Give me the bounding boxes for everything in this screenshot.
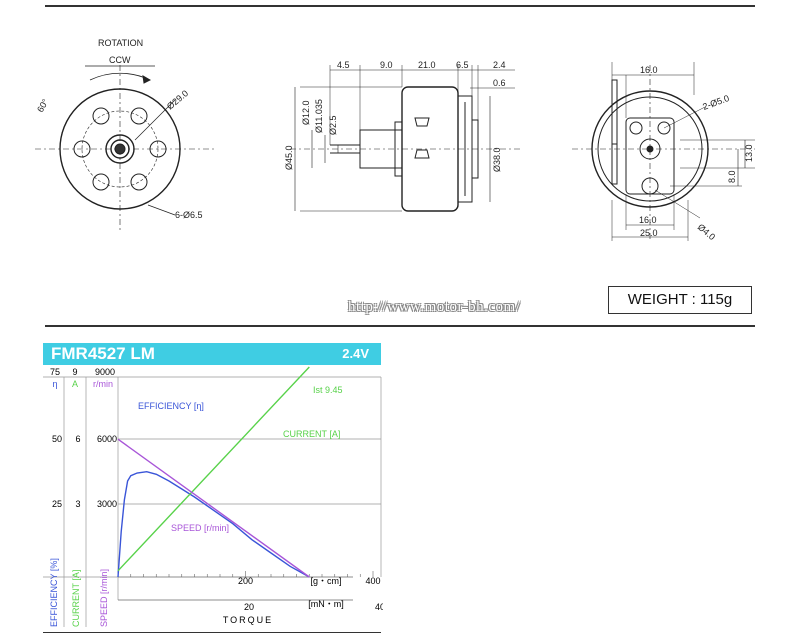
- rear-dim-25: 25.0: [640, 228, 658, 238]
- dim-21-0: 21.0: [418, 60, 436, 70]
- ist-label: Ist 9.45: [313, 385, 343, 395]
- side-view: [290, 65, 520, 212]
- top-eff-max: 75: [50, 367, 60, 377]
- top-spd-max: 9000: [95, 367, 115, 377]
- cur-tick-3: 3: [75, 499, 80, 509]
- bottom-rule: [43, 632, 381, 633]
- eff-tick-25: 25: [52, 499, 62, 509]
- x-tick-mnm-20: 20: [244, 602, 254, 612]
- speed-line: [117, 438, 310, 578]
- rear-holes: 2-Ø5.0: [701, 93, 730, 112]
- dim-9-0: 9.0: [380, 60, 393, 70]
- series-layer: [117, 366, 310, 578]
- performance-chart: 75 9 9000 η A r/min 50 25 6 3 6000 3000 …: [43, 366, 383, 627]
- eff-tick-50: 50: [52, 434, 62, 444]
- side-title-cur: CURRENT [A]: [71, 570, 81, 627]
- top-cur-max: 9: [72, 367, 77, 377]
- unit-eff: η: [52, 379, 57, 389]
- top-rule: [45, 5, 755, 7]
- spd-tick-3000: 3000: [97, 499, 117, 509]
- side-title-spd: SPEED [r/min]: [99, 569, 109, 627]
- rear-dim-16-bottom: 16.0: [639, 215, 657, 225]
- chart-title-bar: FMR4527 LM 2.4V: [43, 343, 381, 365]
- dim-dia-11: Ø11.035: [314, 99, 324, 133]
- unit-cur: A: [72, 379, 78, 389]
- rear-dim-16: 16.0: [640, 65, 658, 75]
- current-label: CURRENT [A]: [283, 429, 340, 439]
- x-unit-mnm: [mN・m]: [308, 599, 344, 609]
- x-unit-gcm: [g・cm]: [310, 576, 341, 586]
- voltage-label: 2.4V: [342, 346, 369, 361]
- model-name: FMR4527 LM: [51, 344, 155, 363]
- dim-4-5: 4.5: [337, 60, 350, 70]
- dim-dia-45: Ø45.0: [284, 145, 294, 170]
- rear-dia-4: Ø4.0: [696, 222, 717, 242]
- side-title-eff: EFFICIENCY [%]: [49, 558, 59, 627]
- rear-dim-13: 13.0: [744, 144, 754, 162]
- front-view: [35, 65, 215, 230]
- dim-6-5: 6.5: [456, 60, 469, 70]
- rotation-label: ROTATION: [98, 38, 143, 48]
- rear-dim-8: 8.0: [727, 170, 737, 183]
- unit-spd: r/min: [93, 379, 113, 389]
- x-tick-mnm-40: 40: [375, 602, 383, 612]
- dim-dia-38: Ø38.0: [492, 147, 502, 172]
- cur-tick-6: 6: [75, 434, 80, 444]
- dim-2-4: 2.4: [493, 60, 506, 70]
- x-tick-gcm-200: 200: [238, 576, 253, 586]
- spd-tick-6000: 6000: [97, 434, 117, 444]
- rear-view: [572, 62, 755, 241]
- dim-0-6: 0.6: [493, 78, 506, 88]
- dim-dia-12: Ø12.0: [301, 100, 311, 125]
- pcd-label: Ø29.0: [165, 88, 190, 111]
- efficiency-curve: [117, 470, 310, 578]
- website-url[interactable]: http://www.motor-bh.com/: [348, 299, 521, 315]
- direction-label: CCW: [109, 55, 131, 65]
- x-tick-gcm-400: 400: [365, 576, 380, 586]
- angle-label: 60°: [35, 97, 51, 114]
- dim-dia-shaft: Ø2.5: [328, 115, 338, 135]
- middle-rule: [45, 325, 755, 327]
- motor-drawing: ROTATION CCW 60° Ø29.0 6-Ø6.5 4.5 9.0 21…: [35, 38, 755, 242]
- efficiency-label: EFFICIENCY [η]: [138, 401, 204, 411]
- weight-box: WEIGHT : 115g: [608, 286, 752, 314]
- x-title: TORQUE: [223, 615, 273, 625]
- current-line: [117, 366, 310, 572]
- holes-label: 6-Ø6.5: [175, 210, 203, 220]
- speed-label: SPEED [r/min]: [171, 523, 229, 533]
